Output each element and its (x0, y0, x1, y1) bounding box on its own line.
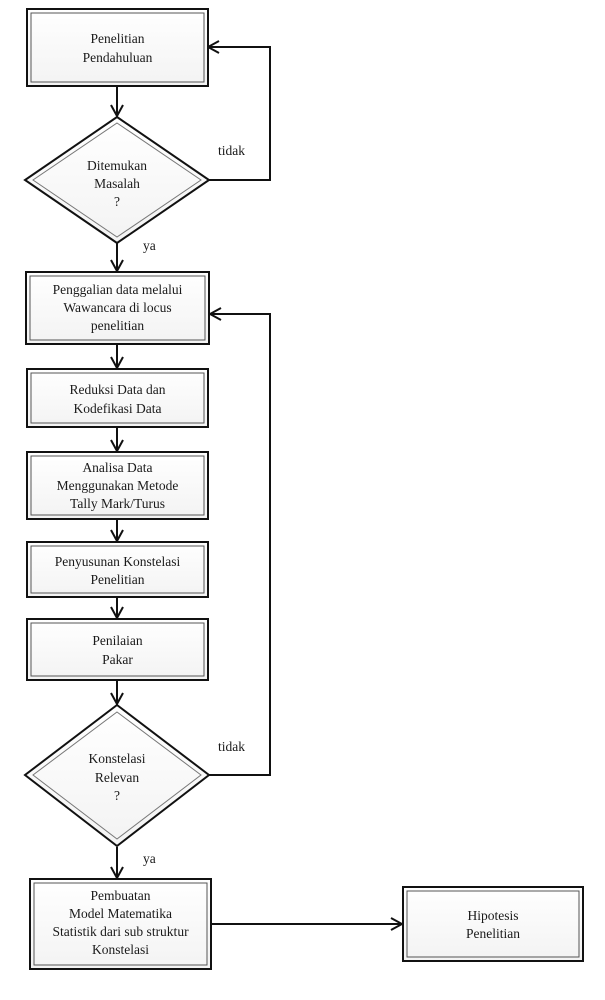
edge-label-ya-1: ya (143, 238, 156, 253)
node-text-line: Model Matematika (69, 906, 172, 921)
edge-masalah-tidak-loop (208, 47, 271, 181)
edge-relevan-tidak-loop (209, 314, 271, 776)
node-text-line: Penelitian (91, 572, 145, 587)
edge-label-tidak-1: tidak (218, 143, 245, 158)
node-text-line: ? (114, 788, 120, 803)
edges (117, 47, 402, 924)
node-text-line: Reduksi Data dan (70, 382, 166, 397)
node-text-line: Statistik dari sub struktur (52, 924, 189, 939)
node-text-line: Konstelasi (89, 751, 146, 766)
node-text-line: Ditemukan (87, 158, 147, 173)
node-text-line: Wawancara di locus (63, 300, 171, 315)
node-text-line: penelitian (91, 318, 144, 333)
edge-label-ya-2: ya (143, 851, 156, 866)
node-text-line: Hipotesis (467, 908, 518, 923)
edge-label-tidak-2: tidak (218, 739, 245, 754)
node-text-line: Penyusunan Konstelasi (55, 554, 181, 569)
node-text-line: Penilaian (92, 633, 142, 648)
node-text-line: Analisa Data (82, 460, 152, 475)
node-text-line: Penggalian data melalui (53, 282, 183, 297)
node-text-line: Pendahuluan (83, 50, 153, 65)
node-text-line: Pakar (102, 652, 133, 667)
node-text-line: Masalah (94, 176, 140, 191)
node-text-line: ? (114, 194, 120, 209)
node-text-line: Kodefikasi Data (73, 401, 161, 416)
node-text-line: Tally Mark/Turus (70, 496, 165, 511)
node-text-line: Penelitian (466, 926, 520, 941)
node-text-line: Menggunakan Metode (57, 478, 179, 493)
node-text-line: Relevan (95, 770, 139, 785)
node-text-line: Konstelasi (92, 942, 149, 957)
node-text-line: Penelitian (91, 31, 145, 46)
node-text-line: Pembuatan (91, 888, 151, 903)
